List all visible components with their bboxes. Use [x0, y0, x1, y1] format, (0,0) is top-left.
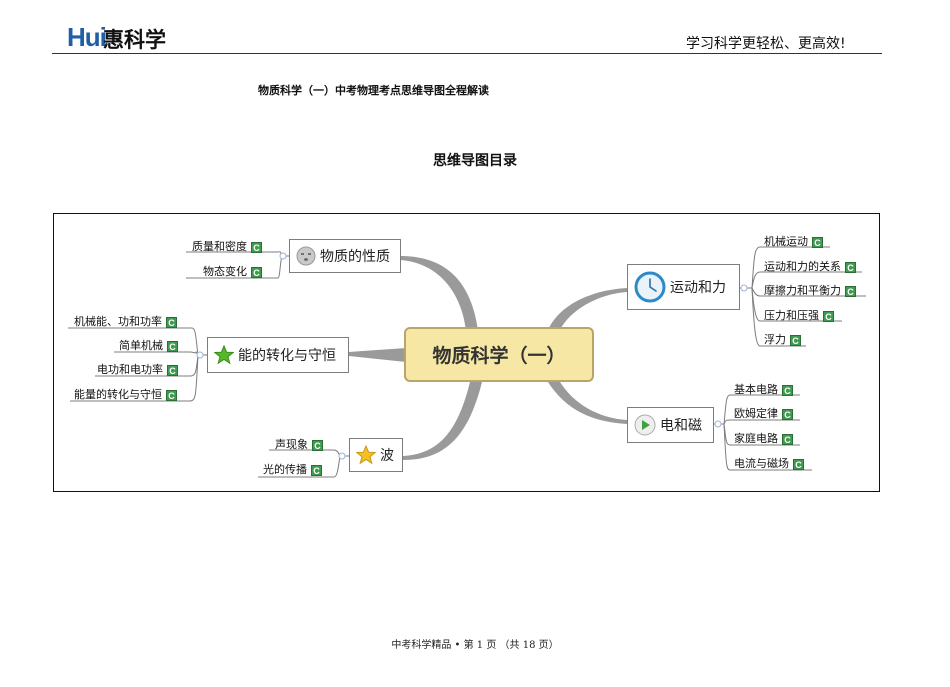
leaf-topic[interactable]: 简单机械 C — [119, 337, 178, 353]
leaf-label: 声现象 — [275, 438, 308, 451]
branch-motion[interactable]: 运动和力 — [627, 264, 740, 310]
header-divider — [52, 53, 882, 54]
document-title: 物质科学（一）中考物理考点思维导图全程解读 — [258, 84, 489, 97]
c-badge-icon: C — [782, 408, 793, 420]
c-badge-icon: C — [845, 261, 856, 273]
branch-properties[interactable]: 物质的性质 — [289, 239, 401, 273]
logo-text: 惠科学 — [103, 27, 166, 52]
c-badge-icon: C — [793, 458, 804, 470]
c-badge-icon: C — [311, 464, 322, 476]
c-badge-icon: C — [166, 316, 177, 328]
c-badge-icon: C — [812, 236, 823, 248]
gold-star-icon — [356, 445, 376, 465]
leaf-label: 摩擦力和平衡力 — [764, 284, 841, 297]
leaf-topic[interactable]: 欧姆定律 C — [734, 405, 793, 421]
leaf-topic[interactable]: 基本电路 C — [734, 381, 793, 397]
leaf-topic[interactable]: 光的传播 C — [263, 461, 322, 477]
c-badge-icon: C — [251, 241, 262, 253]
leaf-topic[interactable]: 物态变化 C — [203, 263, 262, 279]
branch-label: 波 — [380, 448, 394, 464]
leaf-label: 基本电路 — [734, 383, 778, 396]
leaf-label: 机械运动 — [764, 235, 808, 248]
leaf-topic[interactable]: 压力和压强 C — [764, 307, 834, 323]
leaf-label: 运动和力的关系 — [764, 260, 841, 273]
leaf-label: 家庭电路 — [734, 432, 778, 445]
leaf-label: 物态变化 — [203, 265, 247, 278]
play-icon — [634, 414, 656, 436]
c-badge-icon: C — [251, 266, 262, 278]
leaf-label: 光的传播 — [263, 463, 307, 476]
c-badge-icon: C — [312, 439, 323, 451]
leaf-topic[interactable]: 质量和密度 C — [192, 238, 262, 254]
clock-icon — [634, 271, 666, 303]
branch-electric[interactable]: 电和磁 — [627, 407, 714, 443]
mindmap-central-node[interactable]: 物质科学（一） — [404, 327, 594, 382]
c-badge-icon: C — [167, 364, 178, 376]
central-node-label: 物质科学（一） — [432, 345, 566, 367]
leaf-label: 电流与磁场 — [734, 457, 789, 470]
leaf-label: 浮力 — [764, 333, 786, 346]
page-footer: 中考科学精品 • 第 1 页 （共 18 页） — [391, 640, 559, 651]
branch-label: 物质的性质 — [320, 249, 390, 265]
leaf-topic[interactable]: 机械运动 C — [764, 233, 823, 249]
c-badge-icon: C — [166, 389, 177, 401]
leaf-topic[interactable]: 家庭电路 C — [734, 430, 793, 446]
leaf-label: 压力和压强 — [764, 309, 819, 322]
leaf-topic[interactable]: 能量的转化与守恒 C — [74, 386, 177, 402]
c-badge-icon: C — [790, 334, 801, 346]
leaf-topic[interactable]: 电流与磁场 C — [734, 455, 804, 471]
leaf-label: 欧姆定律 — [734, 407, 778, 420]
leaf-topic[interactable]: 电功和电功率 C — [97, 361, 178, 377]
leaf-topic[interactable]: 浮力 C — [764, 331, 801, 347]
branch-label: 能的转化与守恒 — [238, 348, 336, 364]
leaf-label: 机械能、功和功率 — [74, 315, 162, 328]
logo-mark: Hui — [67, 22, 107, 52]
leaf-topic[interactable]: 机械能、功和功率 C — [74, 313, 177, 329]
c-badge-icon: C — [782, 433, 793, 445]
header-slogan: 学习科学更轻松、更高效! — [686, 36, 846, 52]
sleepy-face-icon — [296, 246, 316, 266]
c-badge-icon: C — [782, 384, 793, 396]
branch-label: 运动和力 — [670, 280, 726, 296]
branch-energy[interactable]: 能的转化与守恒 — [207, 337, 349, 373]
leaf-label: 质量和密度 — [192, 240, 247, 253]
branch-wave[interactable]: 波 — [349, 438, 403, 472]
branch-label: 电和磁 — [660, 418, 702, 434]
c-badge-icon: C — [167, 340, 178, 352]
c-badge-icon: C — [823, 310, 834, 322]
leaf-label: 简单机械 — [119, 339, 163, 352]
leaf-label: 电功和电功率 — [97, 363, 163, 376]
leaf-topic[interactable]: 摩擦力和平衡力 C — [764, 282, 856, 298]
c-badge-icon: C — [845, 285, 856, 297]
green-star-icon — [214, 345, 234, 365]
leaf-topic[interactable]: 运动和力的关系 C — [764, 258, 856, 274]
toc-title: 思维导图目录 — [433, 153, 517, 169]
leaf-label: 能量的转化与守恒 — [74, 388, 162, 401]
mindmap-frame — [53, 213, 880, 492]
leaf-topic[interactable]: 声现象 C — [275, 436, 323, 452]
